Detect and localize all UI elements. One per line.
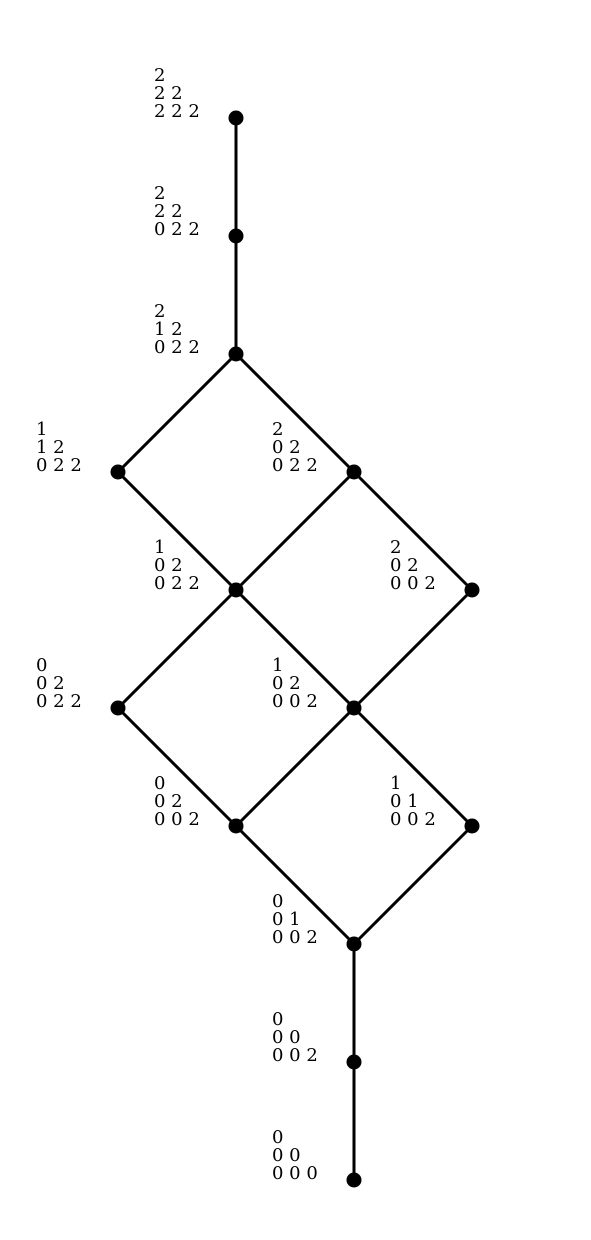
edge-n9-n11: [352, 706, 474, 828]
edge-n5-n6: [234, 470, 356, 592]
node-label-row: 2 2: [154, 83, 183, 104]
node-n9: [346, 700, 362, 716]
node-n2: [228, 228, 244, 244]
node-label-n8: 00 20 2 2: [36, 655, 82, 712]
node-label-row: 0: [272, 1127, 283, 1148]
node-label-row: 2 2: [154, 201, 183, 222]
node-label-row: 0 2 2: [154, 219, 200, 240]
node-label-row: 1 2: [154, 319, 183, 340]
edge-n7-n9: [352, 588, 474, 710]
node-n8: [110, 700, 126, 716]
node-label-row: 0 2: [154, 791, 183, 812]
node-label-row: 0 1: [390, 791, 419, 812]
node-n7: [464, 582, 480, 598]
edge-n8-n10: [116, 706, 238, 828]
node-label-row: 0 0 2: [154, 809, 200, 830]
node-n10: [228, 818, 244, 834]
node-n14: [346, 1172, 362, 1188]
labels-layer: 22 22 2 222 20 2 221 20 2 211 20 2 220 2…: [36, 65, 436, 1184]
node-label-row: 0 0 2: [272, 927, 318, 948]
node-label-row: 1: [272, 655, 283, 676]
edge-n11-n12: [352, 824, 474, 946]
edge-n9-n10: [234, 706, 356, 828]
edge-n6-n8: [116, 588, 238, 710]
node-label-row: 0: [272, 1009, 283, 1030]
node-n3: [228, 346, 244, 362]
node-label-n3: 21 20 2 2: [154, 301, 200, 358]
node-label-row: 0: [154, 773, 165, 794]
node-label-row: 0 2 2: [154, 573, 200, 594]
edge-n6-n9: [234, 588, 356, 710]
node-label-row: 2 2 2: [154, 101, 200, 122]
node-n11: [464, 818, 480, 834]
node-label-row: 0 0: [272, 1145, 301, 1166]
node-label-row: 0 2 2: [36, 691, 82, 712]
node-label-row: 1 2: [36, 437, 65, 458]
node-label-row: 0 2: [272, 437, 301, 458]
node-label-n10: 00 20 0 2: [154, 773, 200, 830]
edge-n3-n5: [234, 352, 356, 474]
node-label-n4: 11 20 2 2: [36, 419, 82, 476]
node-label-row: 0 2: [154, 555, 183, 576]
edges-layer: [116, 116, 474, 1182]
node-label-row: 2: [154, 183, 165, 204]
node-label-n7: 20 20 0 2: [390, 537, 436, 594]
node-label-row: 0 1: [272, 909, 301, 930]
node-label-n2: 22 20 2 2: [154, 183, 200, 240]
node-label-n6: 10 20 2 2: [154, 537, 200, 594]
node-label-n1: 22 22 2 2: [154, 65, 200, 122]
node-label-n12: 00 10 0 2: [272, 891, 318, 948]
node-label-row: 0 0 2: [272, 691, 318, 712]
node-label-row: 1: [154, 537, 165, 558]
node-label-row: 1: [36, 419, 47, 440]
node-label-row: 2: [390, 537, 401, 558]
node-label-row: 2: [272, 419, 283, 440]
node-label-row: 0 2 2: [154, 337, 200, 358]
node-label-row: 0 0: [272, 1027, 301, 1048]
node-label-row: 0: [36, 655, 47, 676]
node-label-n14: 00 00 0 0: [272, 1127, 318, 1184]
node-n1: [228, 110, 244, 126]
node-label-n9: 10 20 0 2: [272, 655, 318, 712]
node-label-row: 0 0 0: [272, 1163, 318, 1184]
node-n12: [346, 936, 362, 952]
node-label-n13: 00 00 0 2: [272, 1009, 318, 1066]
node-label-row: 0 0 2: [390, 809, 436, 830]
node-label-row: 0 0 2: [390, 573, 436, 594]
node-label-row: 0 0 2: [272, 1045, 318, 1066]
node-label-row: 0 2: [36, 673, 65, 694]
edge-n3-n4: [116, 352, 238, 474]
edge-n5-n7: [352, 470, 474, 592]
node-label-n11: 10 10 0 2: [390, 773, 436, 830]
node-n6: [228, 582, 244, 598]
node-label-row: 0 2: [390, 555, 419, 576]
nodes-layer: [110, 110, 480, 1188]
node-n5: [346, 464, 362, 480]
node-label-n5: 20 20 2 2: [272, 419, 318, 476]
node-label-row: 2: [154, 65, 165, 86]
node-label-row: 1: [390, 773, 401, 794]
node-label-row: 2: [154, 301, 165, 322]
edge-n4-n6: [116, 470, 238, 592]
node-label-row: 0 2 2: [272, 455, 318, 476]
edge-n10-n12: [234, 824, 356, 946]
node-label-row: 0: [272, 891, 283, 912]
node-label-row: 0 2: [272, 673, 301, 694]
node-label-row: 0 2 2: [36, 455, 82, 476]
node-n4: [110, 464, 126, 480]
node-n13: [346, 1054, 362, 1070]
